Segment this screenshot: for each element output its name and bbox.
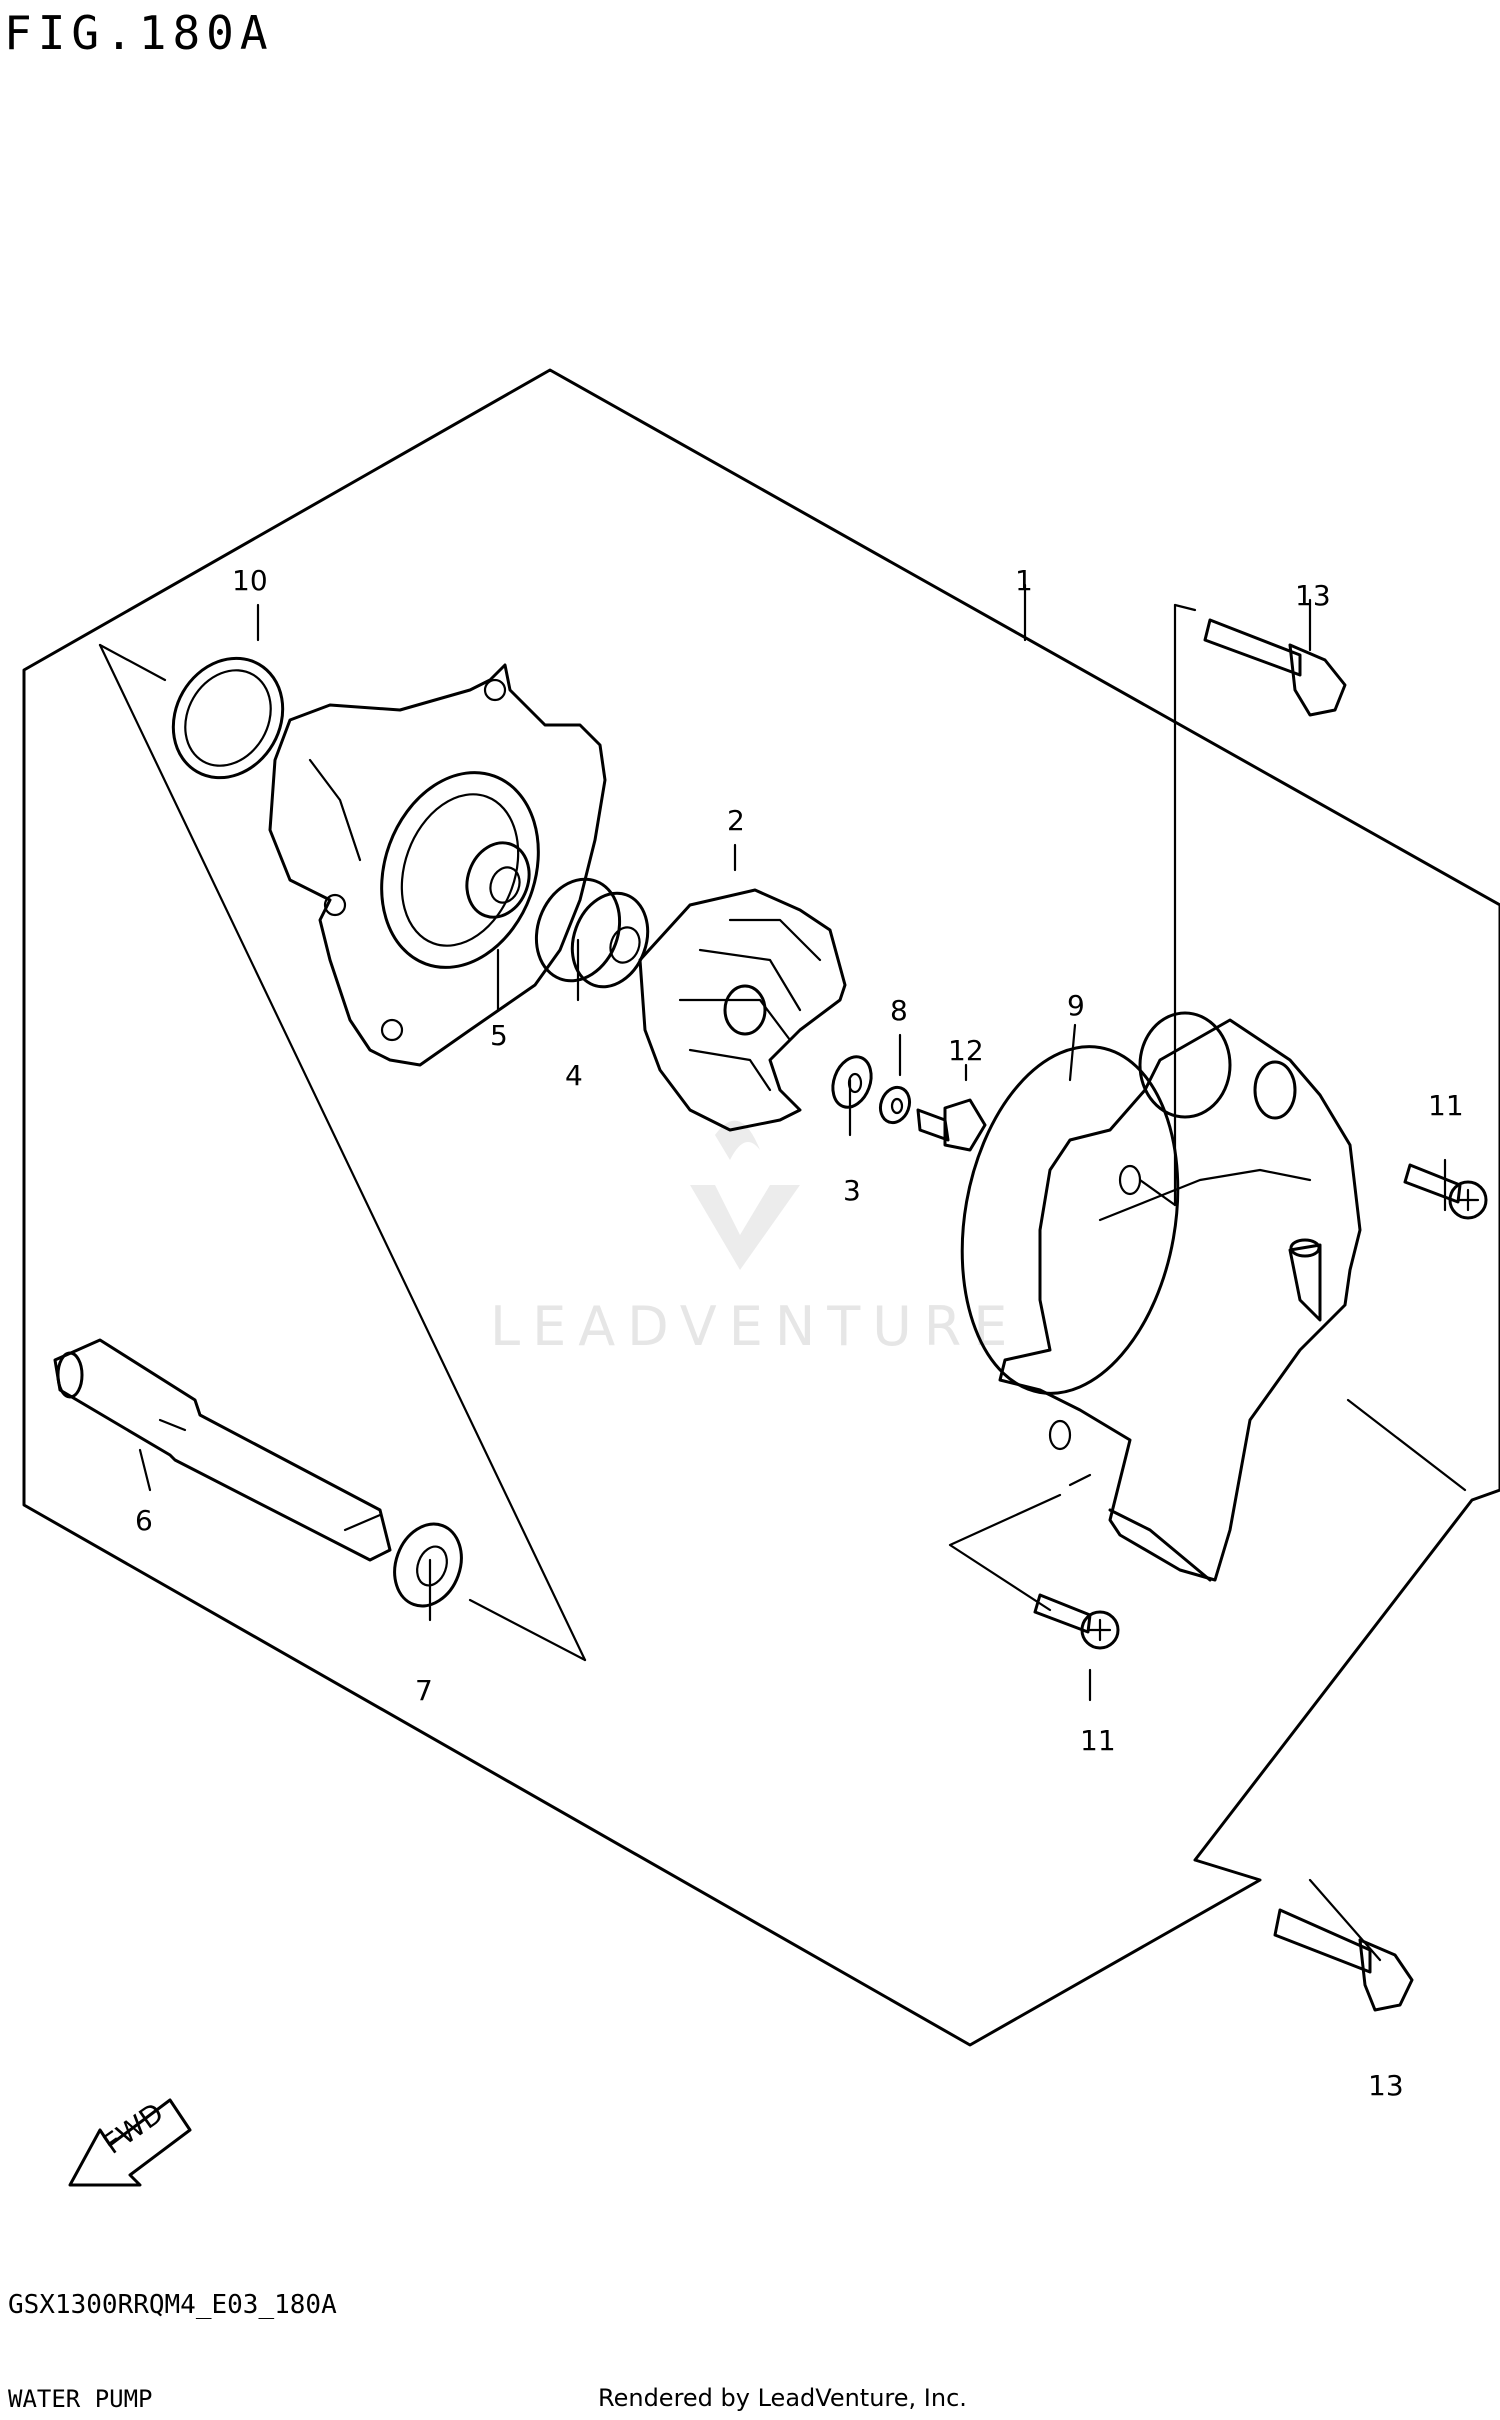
callout-8: 8: [890, 994, 908, 1027]
part-9-o-ring: [960, 1045, 1180, 1395]
callout-10: 10: [232, 564, 268, 597]
callout-11-right: 11: [1428, 1089, 1464, 1122]
part-5-pump-cover: [268, 663, 607, 1067]
part-11-screw-right: [1403, 1163, 1488, 1220]
fwd-arrow-icon: FWD: [68, 2096, 192, 2187]
watermark-logo: LEADVENTURE: [490, 1120, 1019, 1358]
callout-6: 6: [135, 1504, 153, 1537]
part-11-screw-lower: [1033, 1593, 1120, 1650]
figure-code: GSX1300RRQM4_E03_180A: [8, 2290, 337, 2320]
callout-9: 9: [1067, 989, 1085, 1022]
part-3-washer: [831, 1055, 873, 1109]
part-7-washer: [393, 1522, 463, 1608]
figure-name: WATER PUMP: [8, 2385, 153, 2413]
callout-2: 2: [727, 804, 745, 837]
callout-1: 1: [1015, 564, 1033, 597]
part-8-washer: [878, 1085, 912, 1125]
figure-title: FIG.180A: [4, 6, 274, 60]
callout-12: 12: [948, 1034, 984, 1067]
part-13-bolt-lower: [1273, 1908, 1414, 2012]
callout-7: 7: [415, 1674, 433, 1707]
part-6-shaft: [53, 1338, 392, 1562]
part-13-bolt-upper: [1203, 618, 1347, 717]
part-4-mechanical-seal: [534, 877, 650, 989]
callout-11-lower: 11: [1080, 1724, 1116, 1757]
callout-4: 4: [565, 1059, 583, 1092]
fwd-label: FWD: [97, 2096, 169, 2161]
callout-13-lower: 13: [1368, 2069, 1404, 2102]
part-2-impeller: [638, 888, 847, 1132]
callout-3: 3: [843, 1174, 861, 1207]
rendered-by-credit: Rendered by LeadVenture, Inc.: [598, 2384, 967, 2412]
guide-lines: [98, 583, 1467, 1962]
part-1-pump-body: [998, 1011, 1362, 1582]
watermark-text: LEADVENTURE: [490, 1295, 1019, 1358]
callout-5: 5: [490, 1019, 508, 1052]
callout-13-upper: 13: [1295, 579, 1331, 612]
part-10-o-ring: [171, 656, 285, 780]
part-12-bolt: [916, 1098, 987, 1152]
